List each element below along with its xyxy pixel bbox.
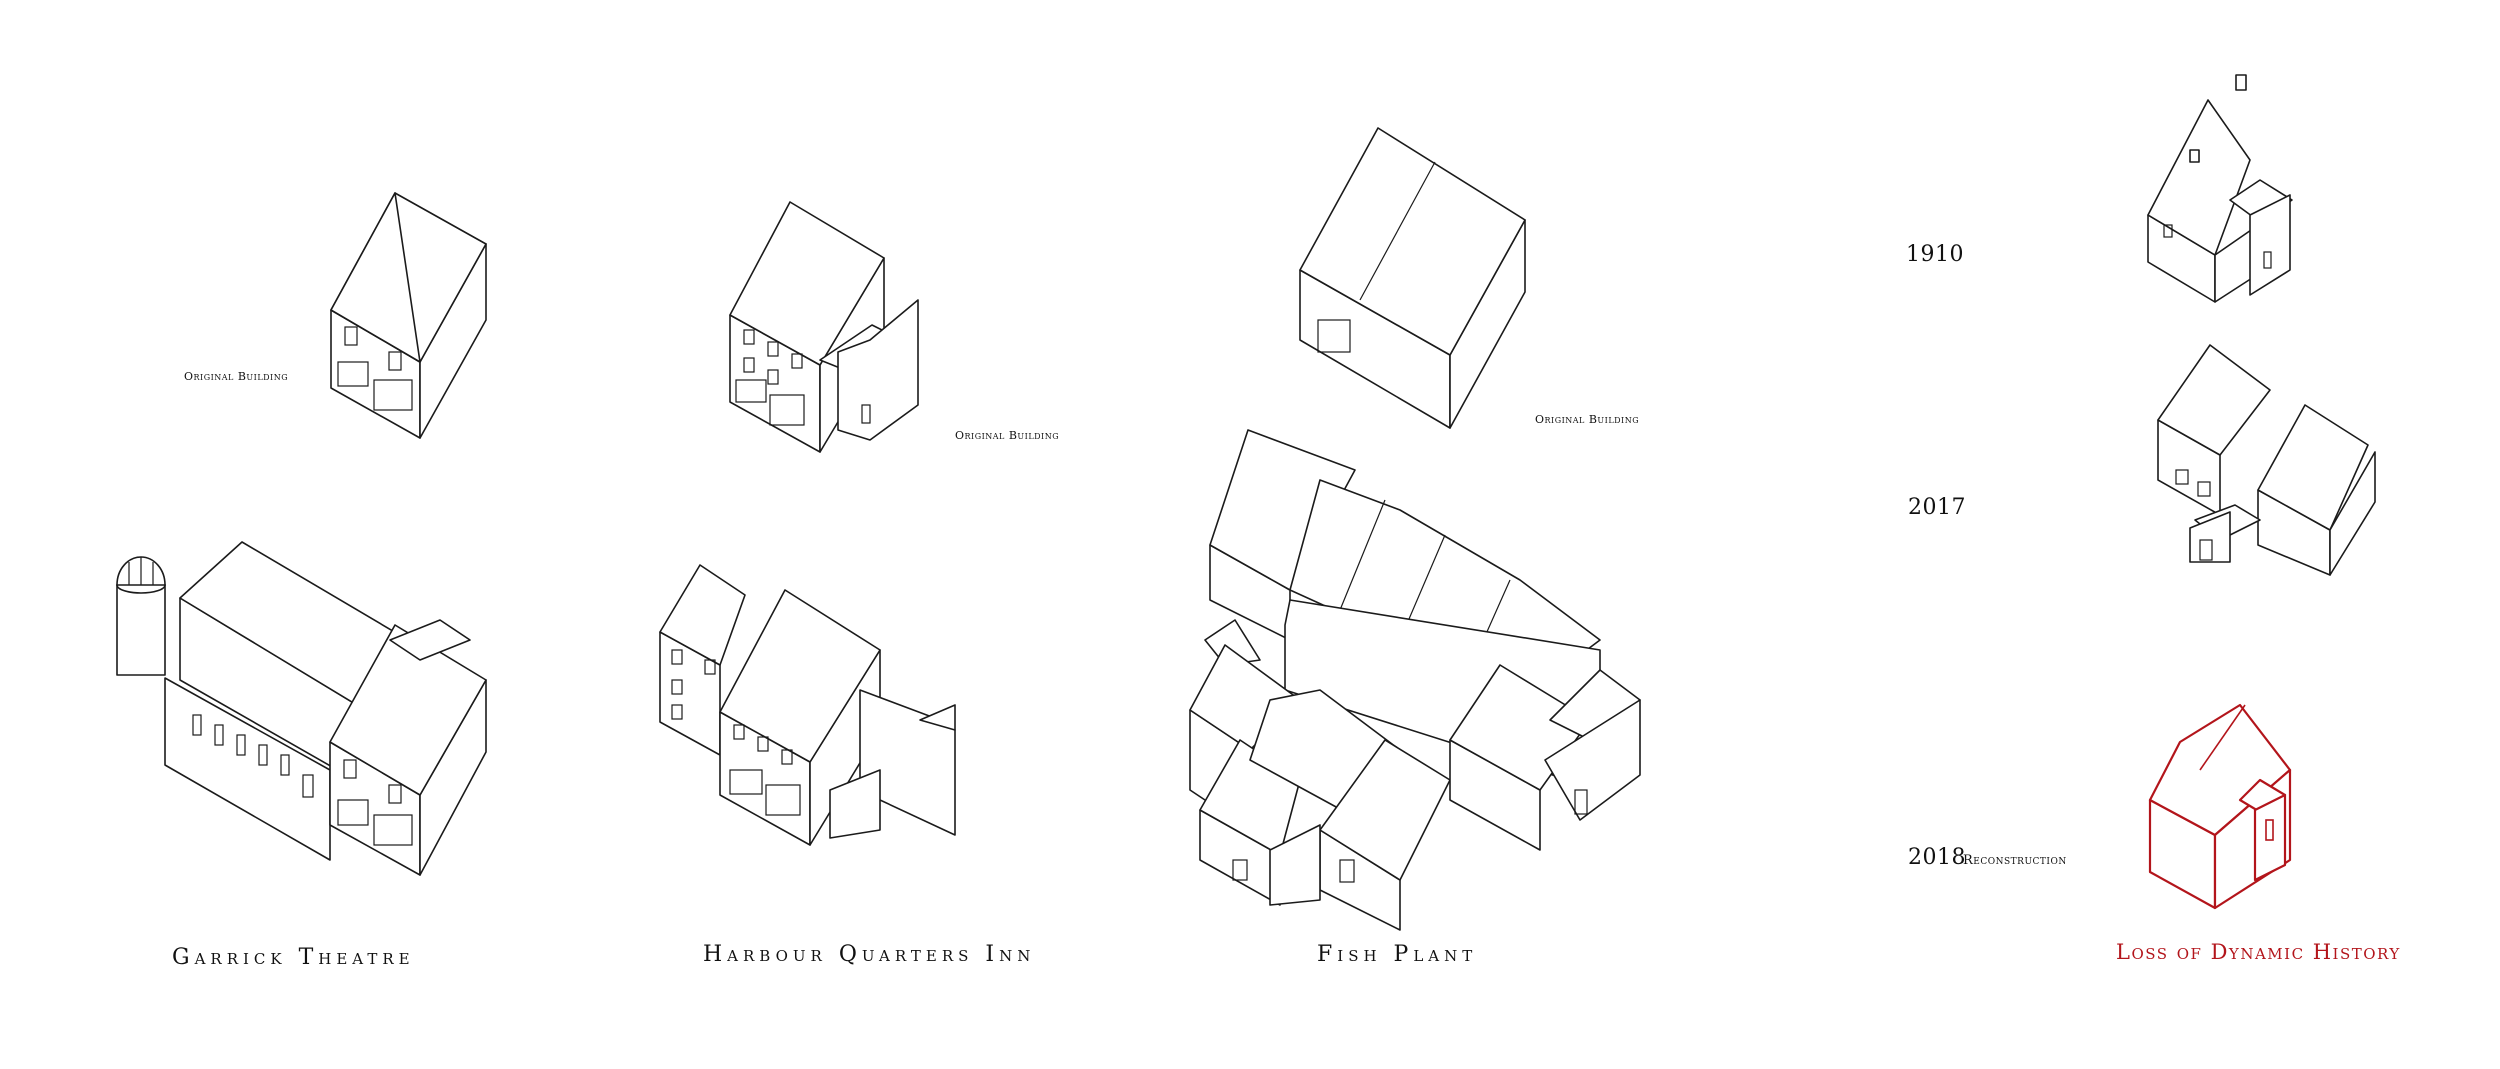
panel-title-loss-of-dynamic-history: Loss of Dynamic History bbox=[2116, 940, 2401, 964]
panel-title-fish-plant: Fish Plant bbox=[1317, 942, 1478, 967]
note-garrick-original: Original Building bbox=[184, 370, 289, 383]
year-2018: 2018 bbox=[1908, 845, 1966, 870]
garrick-current-complex bbox=[116, 541, 487, 876]
harbour-original-building bbox=[729, 201, 919, 453]
reconstruction-note: Reconstruction bbox=[1963, 853, 2067, 868]
year-1910: 1910 bbox=[1906, 242, 1964, 267]
note-fish-plant-original: Original Building bbox=[1535, 413, 1640, 426]
panel-title-garrick-theatre: Garrick Theatre bbox=[172, 945, 415, 970]
harbour-current-complex bbox=[659, 564, 956, 846]
fish-plant-original-building bbox=[1299, 127, 1526, 429]
note-harbour-original: Original Building bbox=[955, 429, 1060, 442]
panel-title-harbour-quarters-inn: Harbour Quarters Inn bbox=[703, 942, 1036, 967]
house-2018-reconstruction bbox=[2148, 703, 2292, 910]
house-2017 bbox=[2157, 344, 2376, 576]
house-1910 bbox=[2147, 74, 2293, 303]
fish-plant-current-complex bbox=[1189, 429, 1641, 931]
garrick-original-building bbox=[330, 192, 487, 439]
year-2017: 2017 bbox=[1908, 495, 1966, 520]
